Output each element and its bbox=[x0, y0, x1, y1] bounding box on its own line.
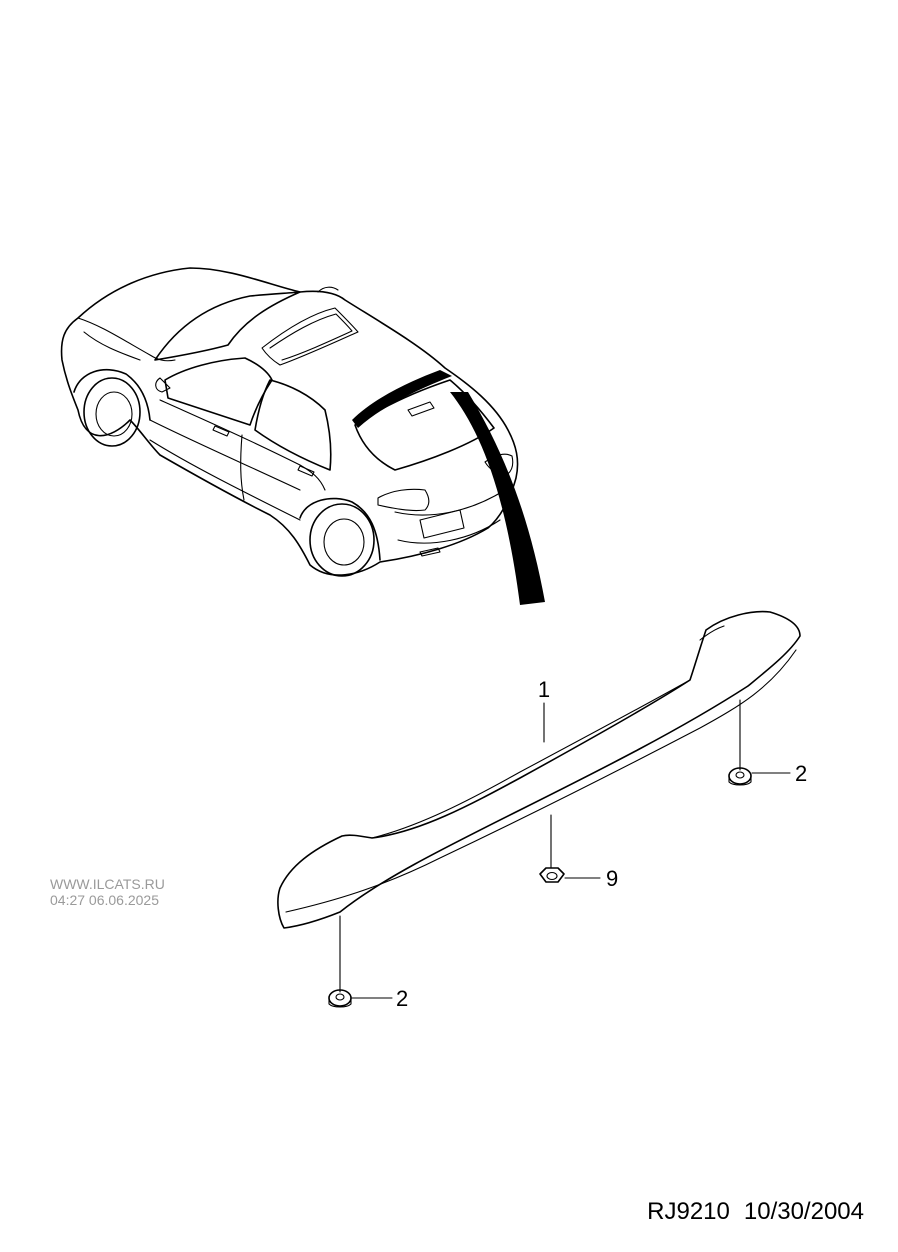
watermark-site: WWW.ILCATS.RU bbox=[50, 876, 165, 892]
watermark: WWW.ILCATS.RU 04:27 06.06.2025 bbox=[50, 876, 165, 908]
vehicle-illustration bbox=[60, 267, 545, 605]
clip-left bbox=[328, 915, 393, 1008]
drawing-reference: RJ9210 10/30/2004 bbox=[647, 1198, 864, 1226]
rear-spoiler bbox=[277, 610, 801, 929]
clip-right bbox=[728, 699, 791, 786]
callout-nut-center: 9 bbox=[606, 866, 618, 891]
callout-spoiler: 1 bbox=[538, 677, 550, 702]
callout-clip-right: 2 bbox=[795, 761, 807, 786]
nut-center bbox=[539, 814, 601, 883]
watermark-timestamp: 04:27 06.06.2025 bbox=[50, 892, 159, 908]
drawing-code: RJ9210 bbox=[647, 1198, 730, 1225]
callout-clip-left: 2 bbox=[396, 986, 408, 1011]
drawing-date: 10/30/2004 bbox=[743, 1198, 864, 1225]
